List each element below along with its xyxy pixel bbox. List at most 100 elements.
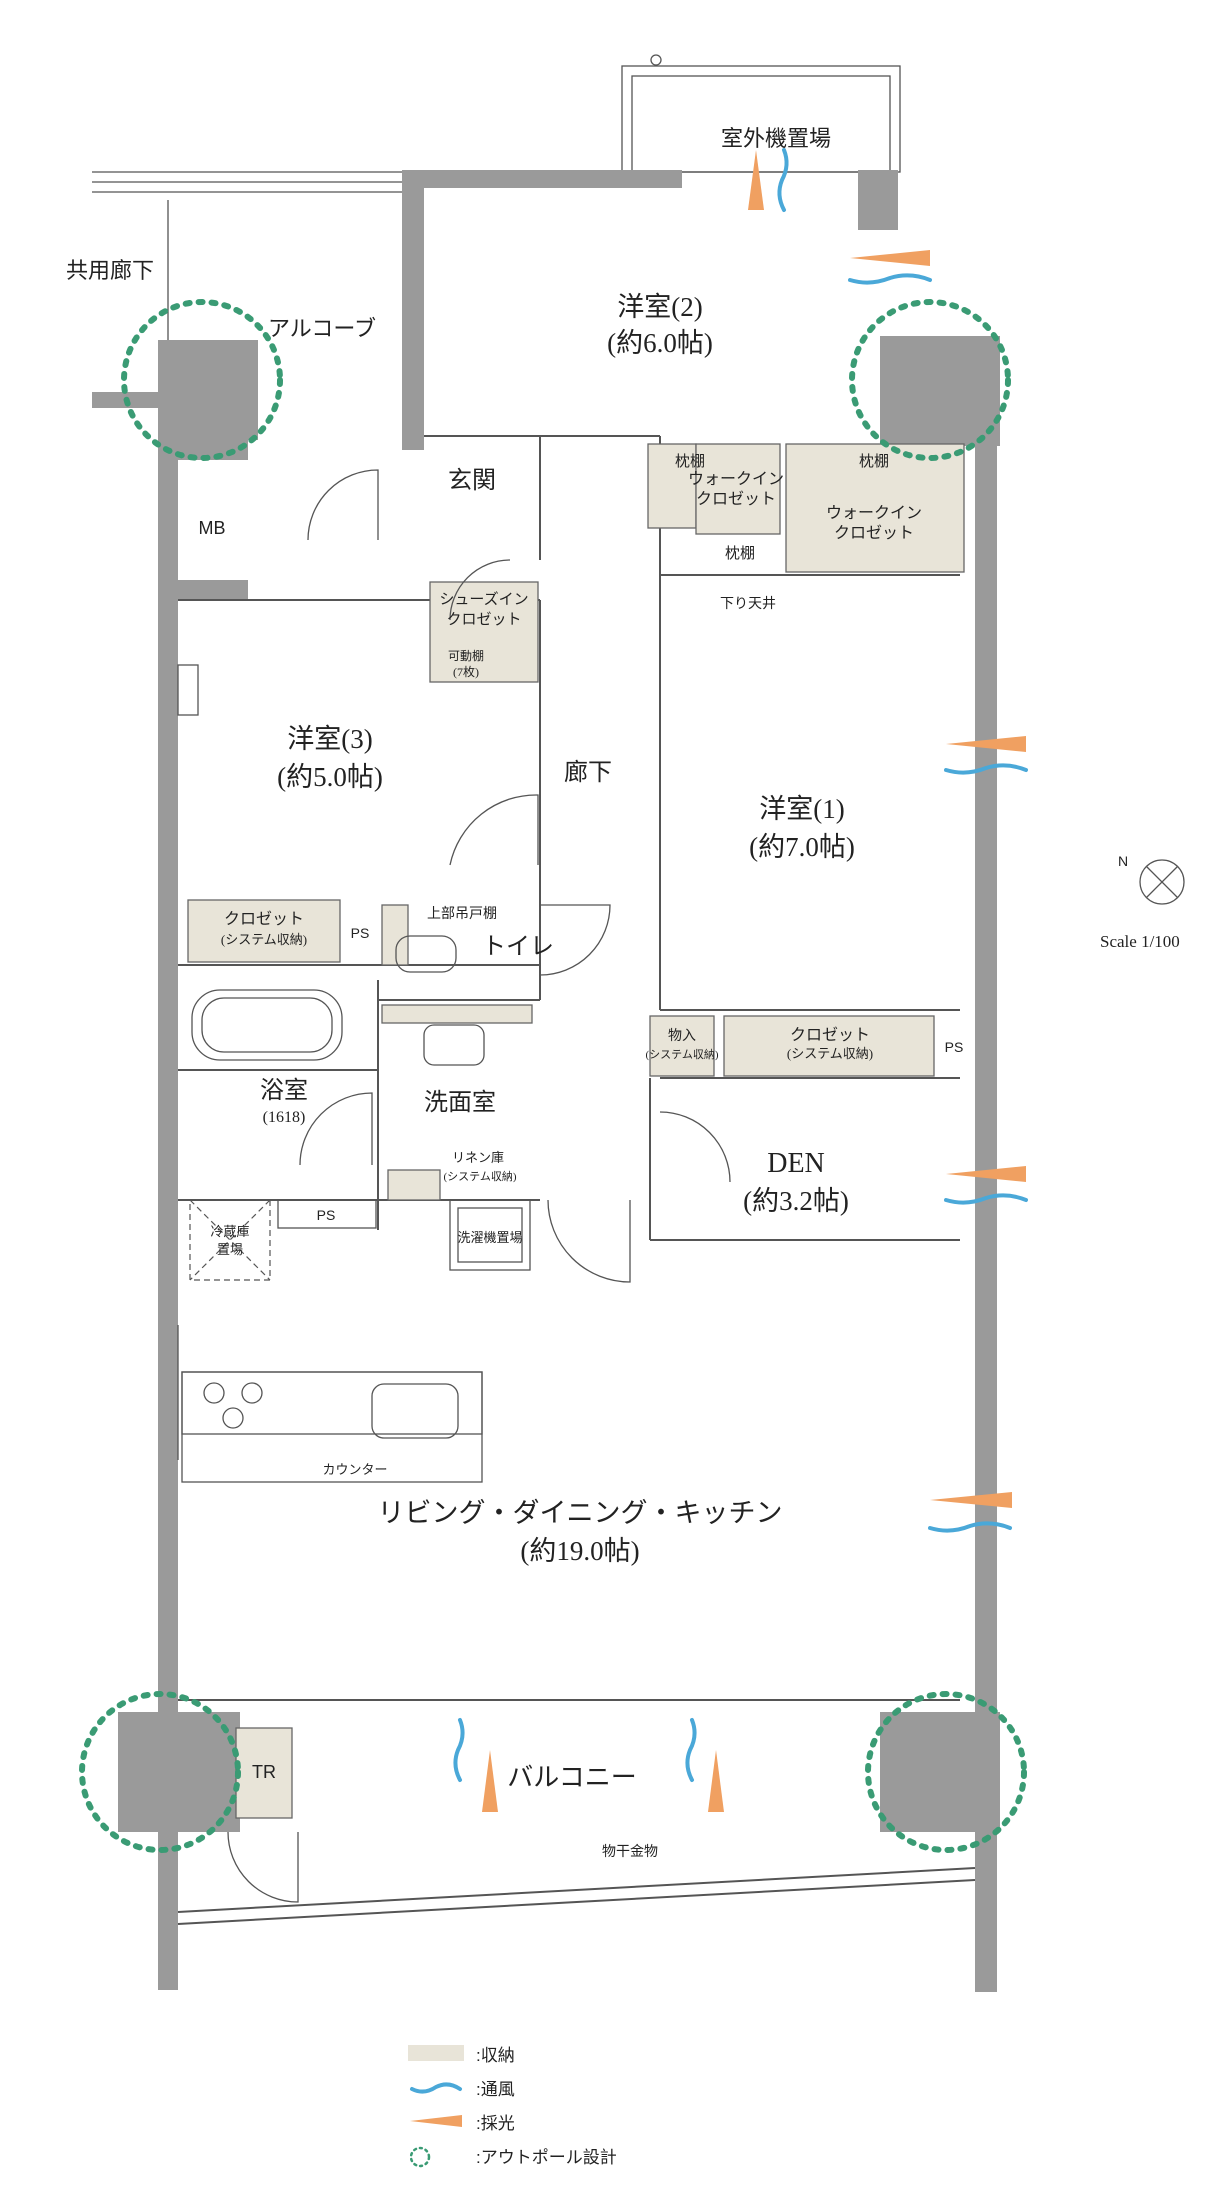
wall-right [975, 446, 997, 1726]
compass-icon: N [1118, 853, 1185, 905]
light-icon-top [748, 150, 764, 210]
label-ldk-size: (約19.0帖) [520, 1536, 639, 1566]
wall-balcony-right [975, 1832, 997, 1992]
wind-icon-room2 [848, 273, 932, 285]
room3-door [449, 794, 539, 866]
legend-text-outpole: :アウトポール設計 [476, 2147, 617, 2167]
exterior-walls [92, 54, 1000, 1992]
airflow-light-indicators [453, 148, 1028, 1812]
outpole-circle-top-right [849, 299, 1011, 461]
label-western2-size: (約6.0帖) [607, 328, 713, 358]
wash-door [547, 1199, 631, 1283]
burner-1-icon [203, 1382, 225, 1404]
label-toilet: トイレ [482, 934, 554, 960]
kitchen-worktop [181, 1371, 483, 1435]
fridge-diag-2 [189, 1199, 271, 1281]
ps-box-kitchen [277, 1199, 377, 1229]
balcony-door [227, 1831, 299, 1903]
label-pillow-shelf-3: 枕棚 [859, 453, 889, 470]
label-den-name: DEN [767, 1148, 825, 1179]
label-laundry-space: 洗濯機置場 [457, 1230, 522, 1245]
label-movable-shelf-count: (7枚) [453, 664, 479, 679]
light-icon-room2 [850, 250, 930, 266]
burner-2-icon [241, 1382, 263, 1404]
label-wic1-line1: ウォークイン [688, 470, 784, 488]
storage-wic1 [695, 443, 781, 535]
legend-item-outpole: :アウトポール設計 [408, 2138, 728, 2172]
room-labels: 室外機置場 共用廊下 アルコーブ MB 玄関 廊下 洋室(2) (約6.0帖) … [66, 126, 963, 1860]
balcony-rail-1 [177, 1867, 976, 1913]
svg-text:N: N [1118, 853, 1128, 869]
light-icon-balcony-left [482, 1750, 498, 1812]
storage-shoes-closet [429, 581, 539, 683]
label-ps-3: PS [317, 1207, 336, 1223]
label-storage-line2: (システム収納) [646, 1048, 719, 1061]
label-bath-size: (1618) [263, 1109, 306, 1126]
label-ps-1: PS [351, 925, 370, 941]
label-storage-line1: 物入 [668, 1028, 696, 1044]
wall-top-left [402, 170, 682, 188]
wall-left [158, 440, 178, 1990]
kitchen-sink [371, 1383, 459, 1439]
legend-text-wind: :通風 [476, 2079, 515, 2099]
label-movable-shelf: 可動棚 [448, 648, 484, 663]
label-alcove: アルコーブ [268, 316, 376, 341]
bathtub-inner [201, 997, 333, 1053]
label-common-corridor: 共用廊下 [66, 258, 154, 283]
storage-toilet-cabinet [381, 904, 409, 966]
label-entrance: 玄関 [448, 467, 496, 494]
storage-closet-room3 [187, 899, 341, 963]
label-upper-cabinet: 上部吊戸棚 [427, 906, 497, 922]
storage-tr [235, 1727, 293, 1819]
mb-box [177, 664, 199, 716]
label-shoes-closet-line1: シューズイン [439, 591, 528, 608]
label-western1-name: 洋室(1) [759, 794, 844, 824]
label-ps-2: PS [945, 1039, 964, 1055]
entrance-inner-door [449, 559, 511, 621]
label-system-storage-den: (システム収納) [787, 1046, 873, 1061]
label-mb: MB [199, 518, 226, 538]
light-icon [408, 2111, 464, 2131]
legend-item-light: :採光 [408, 2104, 728, 2138]
label-shoes-closet-line2: クロゼット [446, 611, 521, 628]
outpole-markers [79, 299, 1027, 1853]
wind-icon-balcony-left [453, 1718, 465, 1782]
label-bathroom: 浴室 [260, 1077, 308, 1104]
fridge-diag-1 [189, 1199, 271, 1281]
toilet-door [539, 904, 611, 976]
toilet-bowl [395, 935, 457, 973]
wall-mb-bottom [178, 580, 248, 600]
balcony-rail-2 [177, 1879, 976, 1925]
outpole-circle-bottom-left [79, 1691, 241, 1853]
storage-closet-den [723, 1015, 935, 1077]
label-outdoor-unit: 室外機置場 [721, 126, 831, 151]
wash-basin [423, 1024, 485, 1066]
wind-icon-balcony-right [685, 1718, 697, 1782]
label-drying-hardware: 物干金物 [602, 1844, 658, 1860]
label-linen-line2: (システム収納) [444, 1170, 517, 1183]
light-icon-den [946, 1166, 1026, 1182]
legend-text-light: :採光 [476, 2113, 515, 2133]
label-lowered-ceiling: 下り天井 [720, 596, 776, 612]
storage-wic1-left [647, 443, 697, 529]
fixtures [177, 664, 531, 1483]
label-ldk-name: リビング・ダイニング・キッチン [378, 1498, 783, 1528]
laundry-pan-inner [457, 1207, 523, 1263]
label-tr: TR [252, 1762, 276, 1782]
wall-room2-left [402, 170, 424, 450]
light-icon-room1 [946, 736, 1026, 752]
label-den-size: (約3.2帖) [743, 1186, 849, 1216]
bath-door [299, 1092, 373, 1166]
label-corridor: 廊下 [564, 759, 612, 786]
outpole-circle-top-left [121, 299, 283, 461]
wind-icon-top [777, 148, 789, 212]
label-pillow-shelf-2: 枕棚 [725, 545, 755, 562]
label-wic2-line2: クロゼット [834, 524, 914, 542]
laundry-pan [449, 1199, 531, 1271]
label-counter: カウンター [322, 1462, 387, 1477]
legend-item-storage: :収納 [408, 2036, 728, 2070]
legend-text-storage: :収納 [476, 2045, 515, 2065]
label-fridge-line2: 置場 [217, 1242, 243, 1257]
burner-3-icon [222, 1407, 244, 1429]
